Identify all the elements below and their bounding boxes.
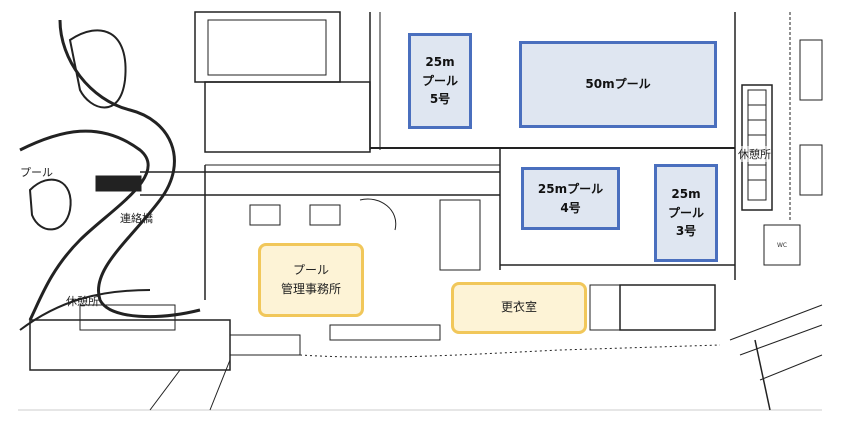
pool-50m[interactable]: 50mプール — [519, 41, 717, 128]
pool-25m-5[interactable]: 25m プール 5号 — [408, 33, 472, 129]
pool-25m-4[interactable]: 25mプール 4号 — [521, 167, 620, 230]
pool-label-line: 3号 — [675, 224, 697, 239]
pool-label-line: 25mプール — [537, 181, 604, 196]
pool-label-line: 25m — [425, 55, 455, 70]
rest-area-left-label: 休憩所 — [66, 295, 99, 308]
building-label-line: 更衣室 — [500, 300, 537, 315]
pool-25m-3[interactable]: 25m プール 3号 — [654, 164, 718, 262]
building-label-line: 管理事務所 — [280, 282, 341, 296]
pool-label-line: 25m — [671, 187, 701, 202]
pool-label-line: プール — [667, 205, 704, 220]
rest-area-right-label: 休憩所 — [738, 146, 771, 162]
pool-label-line: 50mプール — [585, 77, 651, 92]
pool-label-line: プール — [421, 73, 458, 88]
building-label-line: プール — [292, 262, 329, 277]
changing-room[interactable]: 更衣室 — [451, 282, 587, 334]
pool-label-line: 4号 — [560, 200, 581, 215]
bridge-label: 連絡橋 — [120, 212, 153, 225]
pool-label-line: 5号 — [429, 92, 451, 107]
pool-label-partial: プール — [20, 166, 53, 179]
pool-office[interactable]: プール 管理事務所 — [258, 243, 364, 317]
wc-label: WC — [777, 242, 788, 249]
